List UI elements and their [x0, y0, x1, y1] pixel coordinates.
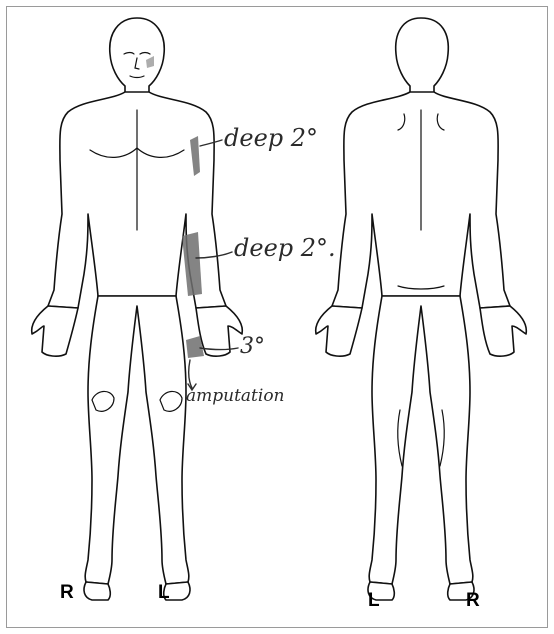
front-left-label: L	[158, 582, 170, 604]
back-right-label: R	[466, 590, 480, 612]
annotation-upper-arm: deep 2°	[224, 124, 318, 152]
annotation-hand: 3°	[240, 334, 265, 359]
back-right-hand	[480, 306, 526, 356]
front-right-label: R	[60, 582, 74, 604]
back-legs	[369, 296, 473, 584]
back-left-label: L	[368, 590, 380, 612]
back-left-hand	[316, 306, 362, 356]
back-head	[396, 18, 449, 96]
annotation-hand-note: amputation	[186, 386, 285, 406]
annotation-forearm: deep 2°.	[234, 234, 336, 262]
